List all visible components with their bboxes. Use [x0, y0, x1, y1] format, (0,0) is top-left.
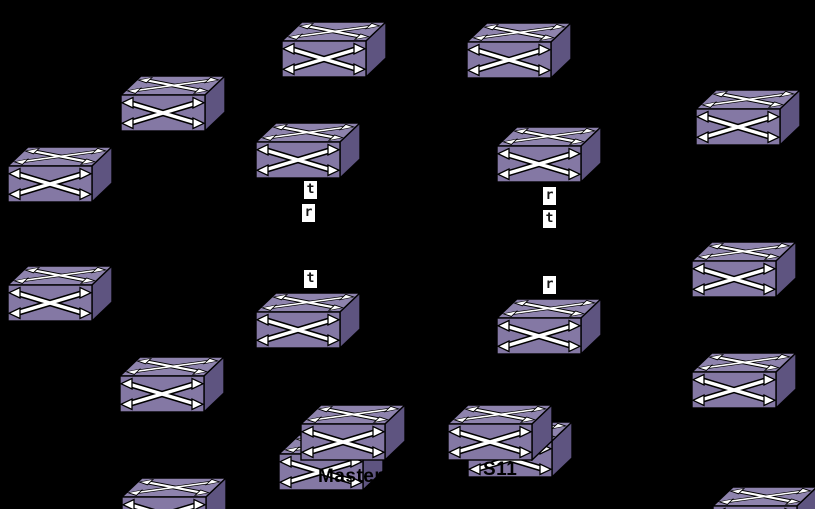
text-fragment: r — [543, 276, 556, 294]
network-switch-icon — [695, 89, 801, 146]
network-switch-icon — [712, 486, 815, 509]
network-switch-icon — [121, 477, 227, 509]
text-fragment: t — [304, 270, 317, 288]
text-fragment: r — [543, 187, 556, 205]
text-fragment: r — [302, 204, 315, 222]
network-switch-icon — [119, 356, 225, 413]
network-switch-icon — [281, 21, 387, 78]
network-switch-icon — [691, 241, 797, 298]
network-switch-icon — [691, 352, 797, 409]
network-switch-icon — [300, 404, 406, 461]
network-switch-icon — [496, 298, 602, 355]
network-switch-icon — [7, 265, 113, 322]
text-fragment: t — [304, 181, 317, 199]
network-switch-icon — [466, 22, 572, 79]
network-switch-icon — [255, 292, 361, 349]
network-switch-icon — [120, 75, 226, 132]
network-switch-icon — [447, 404, 553, 461]
stack-label-s11: S11 — [483, 459, 518, 480]
network-switch-icon — [496, 126, 602, 183]
stack-label-master: Master — [318, 466, 383, 487]
text-fragment: t — [543, 210, 556, 228]
network-switch-icon — [255, 122, 361, 179]
network-switch-icon — [7, 146, 113, 203]
